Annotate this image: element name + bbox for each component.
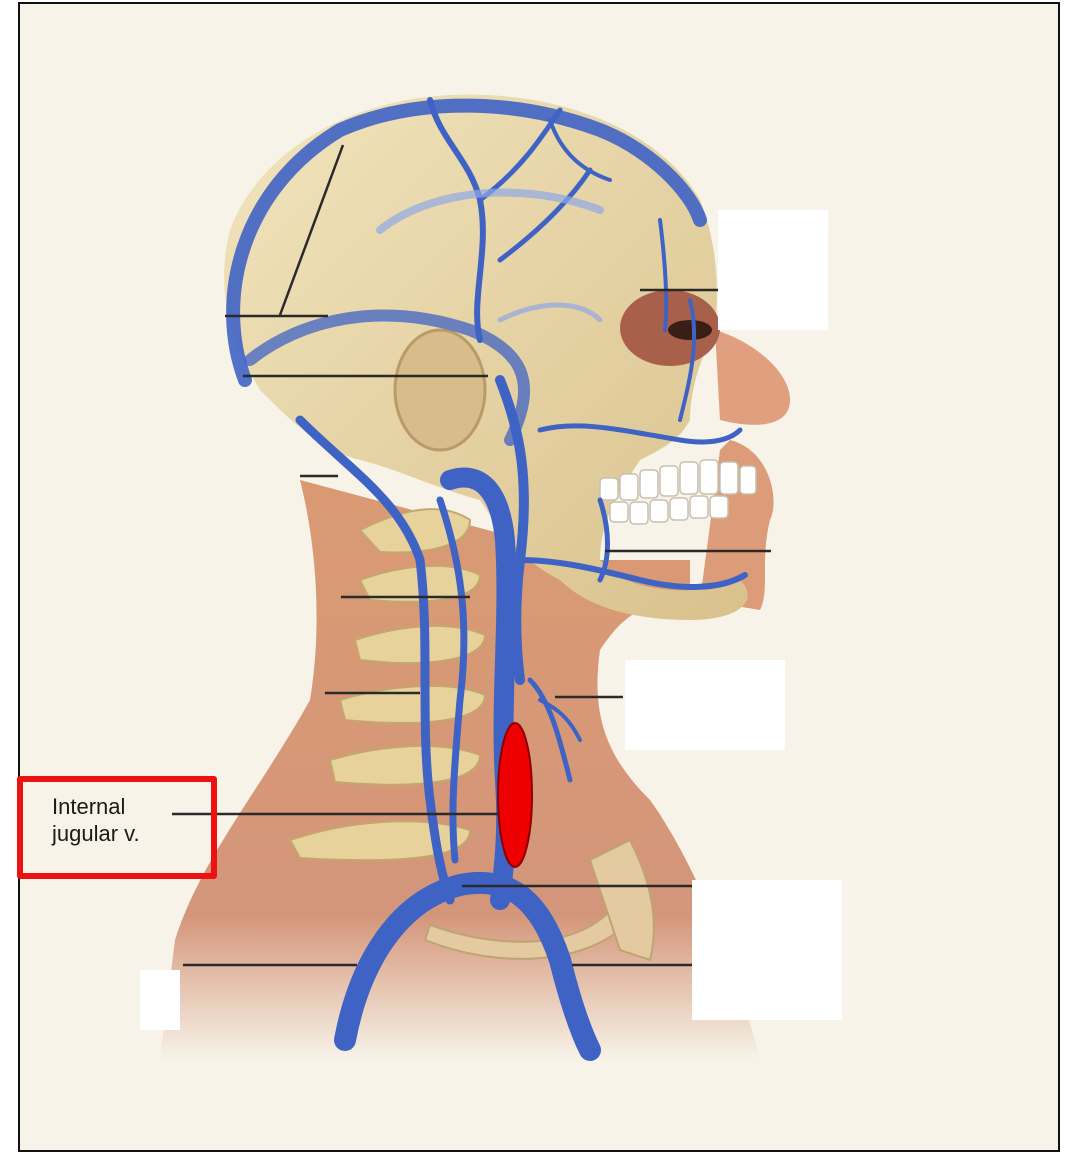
- label-line-2: jugular v.: [52, 820, 140, 847]
- label-mask-right-neck: [625, 660, 785, 750]
- eye: [668, 320, 712, 340]
- internal-jugular-highlight-marker: [498, 723, 532, 867]
- ear: [395, 330, 485, 450]
- label-mask-upper-right: [718, 210, 828, 330]
- label-mask-left-lower: [140, 970, 180, 1030]
- label-mask-right-shoulder: [692, 880, 842, 1020]
- label-line-1: Internal: [52, 793, 140, 820]
- nose-skin: [715, 330, 790, 425]
- internal-jugular-label: Internal jugular v.: [52, 793, 140, 847]
